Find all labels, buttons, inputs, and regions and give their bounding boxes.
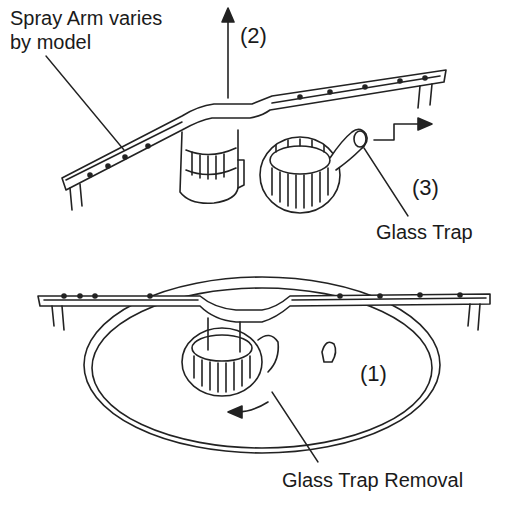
callout-number: (3) <box>412 176 439 200</box>
callout-number: (2) <box>240 24 267 48</box>
upper-spray-arm <box>62 70 446 210</box>
callout-number: (1) <box>360 362 387 386</box>
leader-lines <box>46 56 408 462</box>
part-label: Spray Arm varies by model <box>10 6 182 54</box>
lower-spray-arm <box>38 293 490 352</box>
lift-arrow <box>222 8 234 98</box>
installed-glass-trap <box>182 328 336 396</box>
glass-trap-part <box>260 129 367 213</box>
caption-label: Glass Trap Removal <box>282 468 463 492</box>
part-label: Glass Trap <box>376 220 473 244</box>
rotate-arrow <box>228 402 268 418</box>
remove-arrow <box>374 118 432 140</box>
